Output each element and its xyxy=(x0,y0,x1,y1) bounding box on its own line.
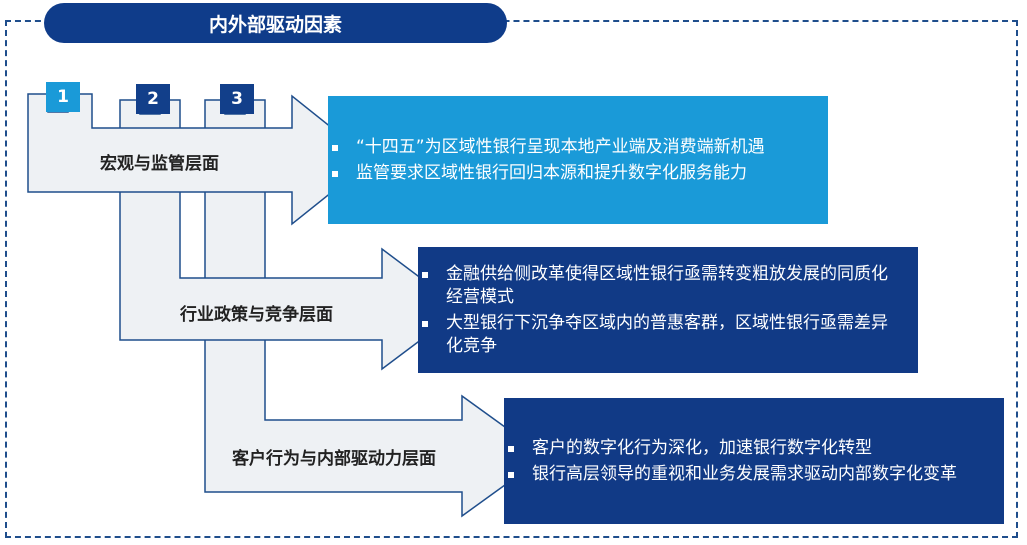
level-1-bullet-2: 监管要求区域性银行回归本源和提升数字化服务能力 xyxy=(328,162,810,185)
arrow-label-1: 宏观与监管层面 xyxy=(100,154,219,174)
level-badge-1: 1 xyxy=(46,82,80,112)
arrow-level-1 xyxy=(27,93,374,226)
level-3-bullet-2: 银行高层领导的重视和业务发展需求驱动内部数字化变革 xyxy=(504,463,986,486)
arrow-level-2 xyxy=(119,99,464,371)
dashed-frame xyxy=(5,20,1018,538)
level-1-bullet-1: “十四五”为区域性银行呈现本地产业端及消费端新机遇 xyxy=(328,136,810,159)
arrow-label-3: 客户行为与内部驱动力层面 xyxy=(232,449,436,469)
level-2-bullet-1: 金融供给侧改革使得区域性银行亟需转变粗放发展的同质化经营模式 xyxy=(418,263,900,309)
level-badge-3: 3 xyxy=(220,84,254,114)
arrow-label-2: 行业政策与竞争层面 xyxy=(180,305,333,325)
level-3-bullet-1: 客户的数字化行为深化，加速银行数字化转型 xyxy=(504,437,986,460)
title-tab: 内外部驱动因素 xyxy=(44,3,507,43)
level-badge-2: 2 xyxy=(136,84,170,114)
level-3-box: 客户的数字化行为深化，加速银行数字化转型 银行高层领导的重视和业务发展需求驱动内… xyxy=(504,398,1004,524)
level-2-bullet-2: 大型银行下沉争夺区域内的普惠客群，区域性银行亟需差异化竞争 xyxy=(418,312,900,358)
level-2-box: 金融供给侧改革使得区域性银行亟需转变粗放发展的同质化经营模式 大型银行下沉争夺区… xyxy=(418,247,918,373)
level-1-box: “十四五”为区域性银行呈现本地产业端及消费端新机遇 监管要求区域性银行回归本源和… xyxy=(328,96,828,224)
